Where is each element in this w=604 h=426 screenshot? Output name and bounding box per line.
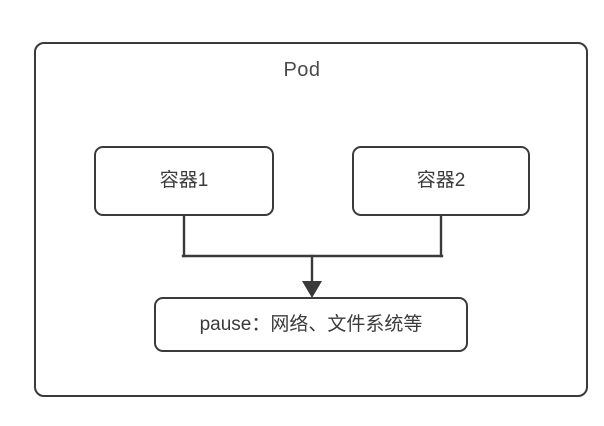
container-2-label: 容器2: [416, 170, 466, 191]
container-1-box[interactable]: 容器1: [94, 146, 274, 216]
pause-container-box[interactable]: pause：网络、文件系统等: [154, 297, 468, 352]
container-2-box[interactable]: 容器2: [352, 146, 530, 216]
pause-container-label: pause：网络、文件系统等: [199, 313, 423, 335]
pod-title-label: Pod: [283, 59, 321, 81]
container-1-label: 容器1: [159, 170, 209, 191]
